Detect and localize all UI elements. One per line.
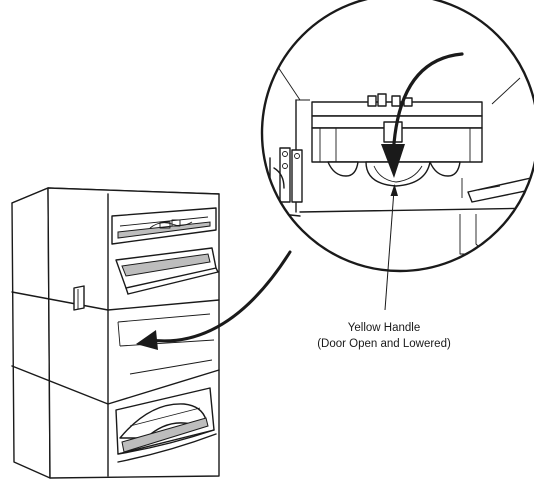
middle-cavity [117,313,215,375]
callout-line-1: Yellow Handle [348,322,420,334]
yellow-handle [365,161,431,187]
side-latch [73,285,85,311]
callout-line-2: (Door Open and Lowered) [317,338,451,350]
handle-mechanism [311,93,483,187]
printer-cabinet [11,187,220,479]
magnified-detail [260,0,534,273]
left-bracket [265,147,303,207]
rotate-down-arrow [381,52,464,178]
handle-callout: Yellow Handle (Door Open and Lowered) [317,184,451,350]
paper-tray [115,387,217,463]
right-rail [461,175,534,203]
connector-arrow [136,250,292,350]
printer-door-open [115,247,219,295]
output-tray [111,207,217,245]
